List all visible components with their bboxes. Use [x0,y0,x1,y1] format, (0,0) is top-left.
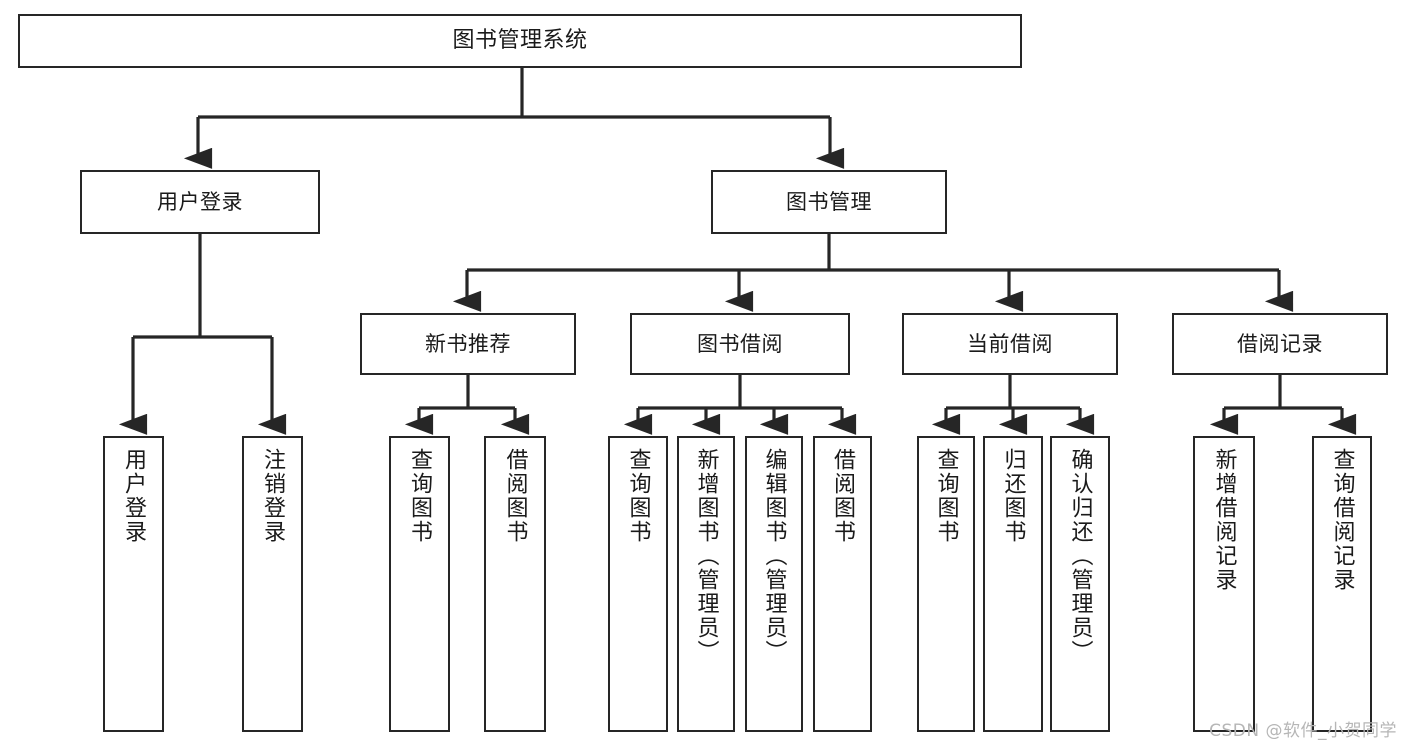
node-leaf-edit-book-label: 编辑图书（管理员） [761,448,787,664]
node-leaf-edit-book[interactable]: 编辑图书（管理员） [745,436,803,732]
node-leaf-borrow-book-1[interactable]: 借阅图书 [484,436,546,732]
node-leaf-query-book-3[interactable]: 查询图书 [917,436,975,732]
csdn-watermark: CSDN @软件_小贺同学 [1209,721,1397,741]
node-leaf-query-record[interactable]: 查询借阅记录 [1312,436,1372,732]
node-current-borrow-label: 当前借阅 [967,331,1053,356]
node-leaf-borrow-book-1-label: 借阅图书 [502,448,528,544]
node-new-book-rec-label: 新书推荐 [425,331,511,356]
node-leaf-query-book-1[interactable]: 查询图书 [389,436,450,732]
node-leaf-confirm-return[interactable]: 确认归还（管理员） [1050,436,1110,732]
node-root-label: 图书管理系统 [452,28,588,54]
node-leaf-borrow-book-2-label: 借阅图书 [830,448,856,544]
node-book-manage[interactable]: 图书管理 [711,170,947,234]
node-user-login-label: 用户登录 [157,189,243,214]
node-leaf-query-book-3-label: 查询图书 [933,448,959,544]
node-book-manage-label: 图书管理 [786,189,872,214]
node-leaf-logout[interactable]: 注销登录 [242,436,303,732]
node-leaf-user-login-label: 用户登录 [121,448,147,544]
node-leaf-borrow-book-2[interactable]: 借阅图书 [813,436,872,732]
node-borrow-record-label: 借阅记录 [1237,331,1323,356]
node-new-book-rec[interactable]: 新书推荐 [360,313,576,375]
node-leaf-add-book[interactable]: 新增图书（管理员） [677,436,735,732]
node-user-login[interactable]: 用户登录 [80,170,320,234]
node-leaf-return-book-label: 归还图书 [1000,448,1026,544]
node-leaf-query-record-label: 查询借阅记录 [1329,448,1355,592]
node-leaf-logout-label: 注销登录 [260,448,286,544]
node-leaf-add-record[interactable]: 新增借阅记录 [1193,436,1255,732]
node-leaf-query-book-2-label: 查询图书 [625,448,651,544]
node-leaf-add-record-label: 新增借阅记录 [1211,448,1237,592]
node-borrow-record[interactable]: 借阅记录 [1172,313,1388,375]
node-book-borrow[interactable]: 图书借阅 [630,313,850,375]
node-book-borrow-label: 图书借阅 [697,331,783,356]
node-leaf-query-book-1-label: 查询图书 [407,448,433,544]
node-leaf-add-book-label: 新增图书（管理员） [693,448,719,664]
node-leaf-confirm-return-label: 确认归还（管理员） [1067,448,1093,664]
node-leaf-return-book[interactable]: 归还图书 [983,436,1043,732]
node-root[interactable]: 图书管理系统 [18,14,1022,68]
node-leaf-user-login[interactable]: 用户登录 [103,436,164,732]
node-current-borrow[interactable]: 当前借阅 [902,313,1118,375]
node-leaf-query-book-2[interactable]: 查询图书 [608,436,668,732]
